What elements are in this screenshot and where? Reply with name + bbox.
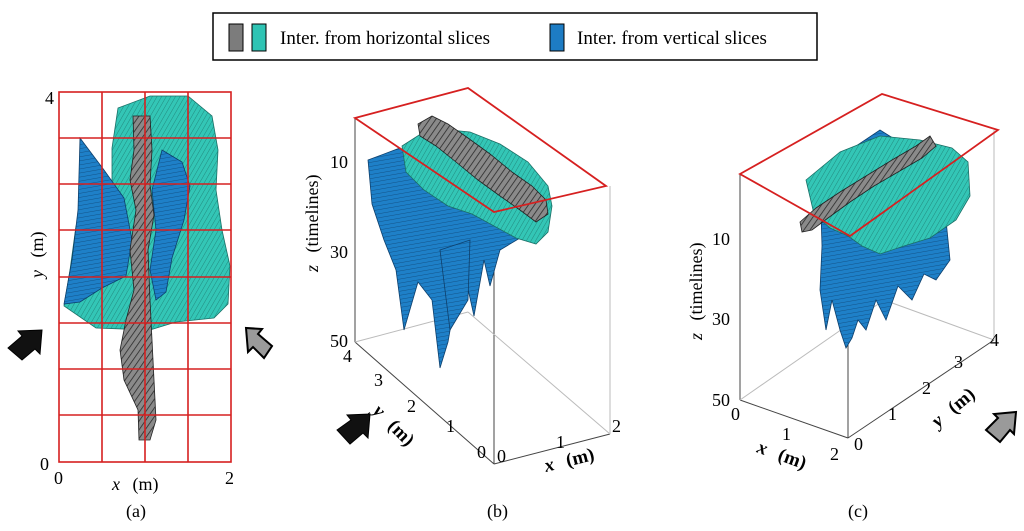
panel-c-y-var: y (926, 410, 948, 433)
panel-b-y-var: y (367, 399, 390, 422)
legend-frame (212, 12, 818, 61)
panel-b-z-tick-10: 10 (330, 152, 348, 172)
panel-a-black-arrow-icon (7, 329, 43, 361)
panel-a: 4 0 0 2 y (m) x (m) (a) (7, 88, 274, 522)
panel-b-z-axis-label: z (timelines) (302, 175, 323, 274)
panel-c-top-frame (738, 93, 1000, 238)
panel-a-gray-arrow-icon (244, 326, 274, 360)
panel-c-caption: (c) (848, 501, 868, 522)
svg-text:y (m): y (m) (27, 232, 48, 281)
panel-b-y-tick-2: 2 (407, 396, 416, 416)
panel-c-z-var: z (686, 333, 706, 341)
panel-b-z-tick-30: 30 (330, 242, 348, 262)
panel-a-grid (58, 91, 232, 463)
panel-c-z-tick-10: 10 (712, 229, 730, 249)
panel-a-y-var: y (27, 270, 47, 280)
panel-c-z-unit: (timelines) (686, 243, 707, 321)
panel-b-x-tick-2: 2 (612, 416, 621, 436)
panel-c-y-tick-2: 2 (922, 378, 931, 398)
panel-a-y-min-label: 0 (40, 454, 49, 474)
panel-b-cyan-region (401, 127, 553, 245)
panel-b: z (timelines) 10 30 50 4 3 2 1 0 y (m) 0… (302, 87, 621, 522)
legend-label-vertical: Inter. from vertical slices (577, 28, 767, 49)
panel-c-z-axis-label: z (timelines) (686, 243, 707, 342)
panel-c-y-tick-0: 0 (854, 434, 863, 454)
panel-c-x-tick-2: 2 (830, 444, 839, 464)
svg-text:z (timelines): z (timelines) (686, 243, 707, 342)
panel-a-x-unit: (m) (133, 474, 159, 495)
legend-swatch-cyan (251, 23, 267, 52)
panel-b-y-tick-4: 4 (343, 346, 352, 366)
panel-a-y-axis-label: y (m) (27, 232, 48, 281)
panel-b-blue-spike (439, 239, 471, 332)
legend-swatch-gray (228, 23, 244, 52)
panel-a-caption: (a) (126, 501, 146, 522)
panel-a-x-max-label: 2 (225, 468, 234, 488)
panel-c-z-tick-30: 30 (712, 309, 730, 329)
svg-text:z (timelines): z (timelines) (302, 175, 323, 274)
panel-b-top-frame (352, 87, 609, 213)
panel-b-x-var: x (541, 454, 557, 477)
legend-label-horizontal: Inter. from horizontal slices (280, 28, 490, 49)
panel-c-y-tick-4: 4 (990, 330, 999, 350)
panel-c-x-tick-1: 1 (782, 424, 791, 444)
legend: Inter. from horizontal slices Inter. fro… (212, 12, 818, 61)
panel-c: z (timelines) 10 30 50 0 1 2 x (m) 0 1 2… (686, 93, 1018, 522)
panel-c-y-unit: (m) (944, 384, 979, 418)
panel-b-x-tick-0: 0 (497, 446, 506, 466)
panel-a-x-min-label: 0 (54, 468, 63, 488)
panel-b-z-tick-50: 50 (330, 331, 348, 351)
panel-b-x-unit: (m) (564, 444, 597, 471)
panel-a-x-axis-label: x (m) (111, 474, 159, 495)
panel-a-y-unit: (m) (27, 232, 48, 258)
panel-a-y-max-label: 4 (45, 88, 54, 108)
panel-b-y-unit: (m) (383, 416, 418, 451)
svg-text:x (m): x (m) (541, 444, 596, 477)
panel-c-x-var: x (753, 437, 771, 460)
panel-b-z-unit: (timelines) (302, 175, 323, 253)
panel-c-gray-arrow-icon (984, 410, 1018, 444)
panel-c-x-unit: (m) (775, 445, 809, 474)
panel-b-y-tick-1: 1 (446, 416, 455, 436)
panel-b-y-tick-0: 0 (477, 442, 486, 462)
panel-b-x-axis-label: x (m) (541, 444, 596, 477)
legend-swatch-blue (549, 23, 565, 52)
panel-b-gray-tube (417, 115, 549, 223)
panel-b-caption: (b) (487, 501, 508, 522)
panel-c-y-axis-label: y (m) (926, 384, 979, 433)
panel-c-z-tick-50: 50 (712, 390, 730, 410)
panel-b-y-tick-3: 3 (374, 370, 383, 390)
panel-b-z-var: z (302, 265, 322, 273)
panel-c-y-tick-3: 3 (954, 352, 963, 372)
panel-b-x-tick-1: 1 (556, 432, 565, 452)
panel-c-y-tick-1: 1 (888, 404, 897, 424)
panel-a-x-var: x (111, 474, 120, 494)
svg-text:y (m): y (m) (926, 384, 979, 433)
panel-c-cyan-region (805, 135, 971, 255)
panel-c-gray-tube (799, 135, 937, 233)
panel-b-black-arrow-icon (336, 413, 371, 445)
panel-c-x-tick-0: 0 (731, 404, 740, 424)
